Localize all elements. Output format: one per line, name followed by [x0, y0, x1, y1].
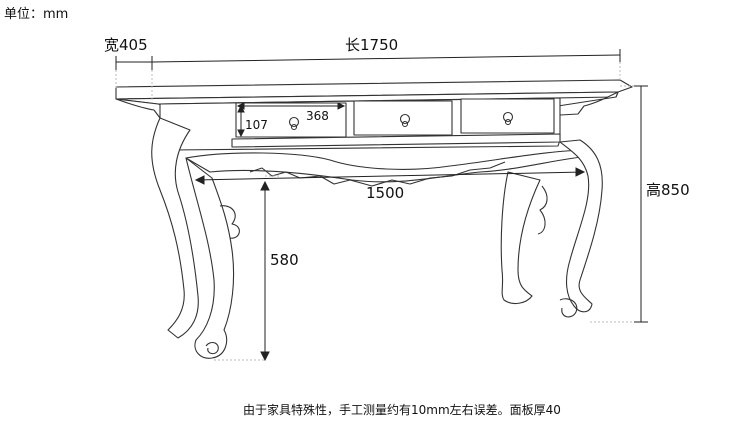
tolerance-note: 由于家具特殊性，手工测量约有10mm左右误差。面板厚40	[243, 403, 561, 417]
width-dimension-label: 宽405	[104, 36, 148, 54]
drawer-right	[460, 98, 555, 134]
drawer-left	[235, 102, 347, 138]
right-leg-rear	[500, 171, 541, 305]
drawer-width-label: 368	[306, 109, 329, 123]
drawer-middle	[353, 100, 453, 136]
right-leg-front	[559, 139, 603, 313]
unit-label: 单位：mm	[4, 7, 69, 22]
left-leg-inner	[185, 157, 235, 359]
length-dimension-label: 长1750	[345, 36, 399, 54]
inner-span-label: 1500	[366, 184, 405, 202]
carved-apron	[185, 149, 593, 183]
leg-clearance-label: 580	[270, 251, 299, 269]
drawer-pulls	[288, 111, 514, 131]
left-leg-front	[151, 117, 199, 339]
height-dimension-label: 高850	[646, 181, 690, 199]
drawer-height-label: 107	[245, 118, 268, 132]
tabletop	[115, 79, 633, 100]
